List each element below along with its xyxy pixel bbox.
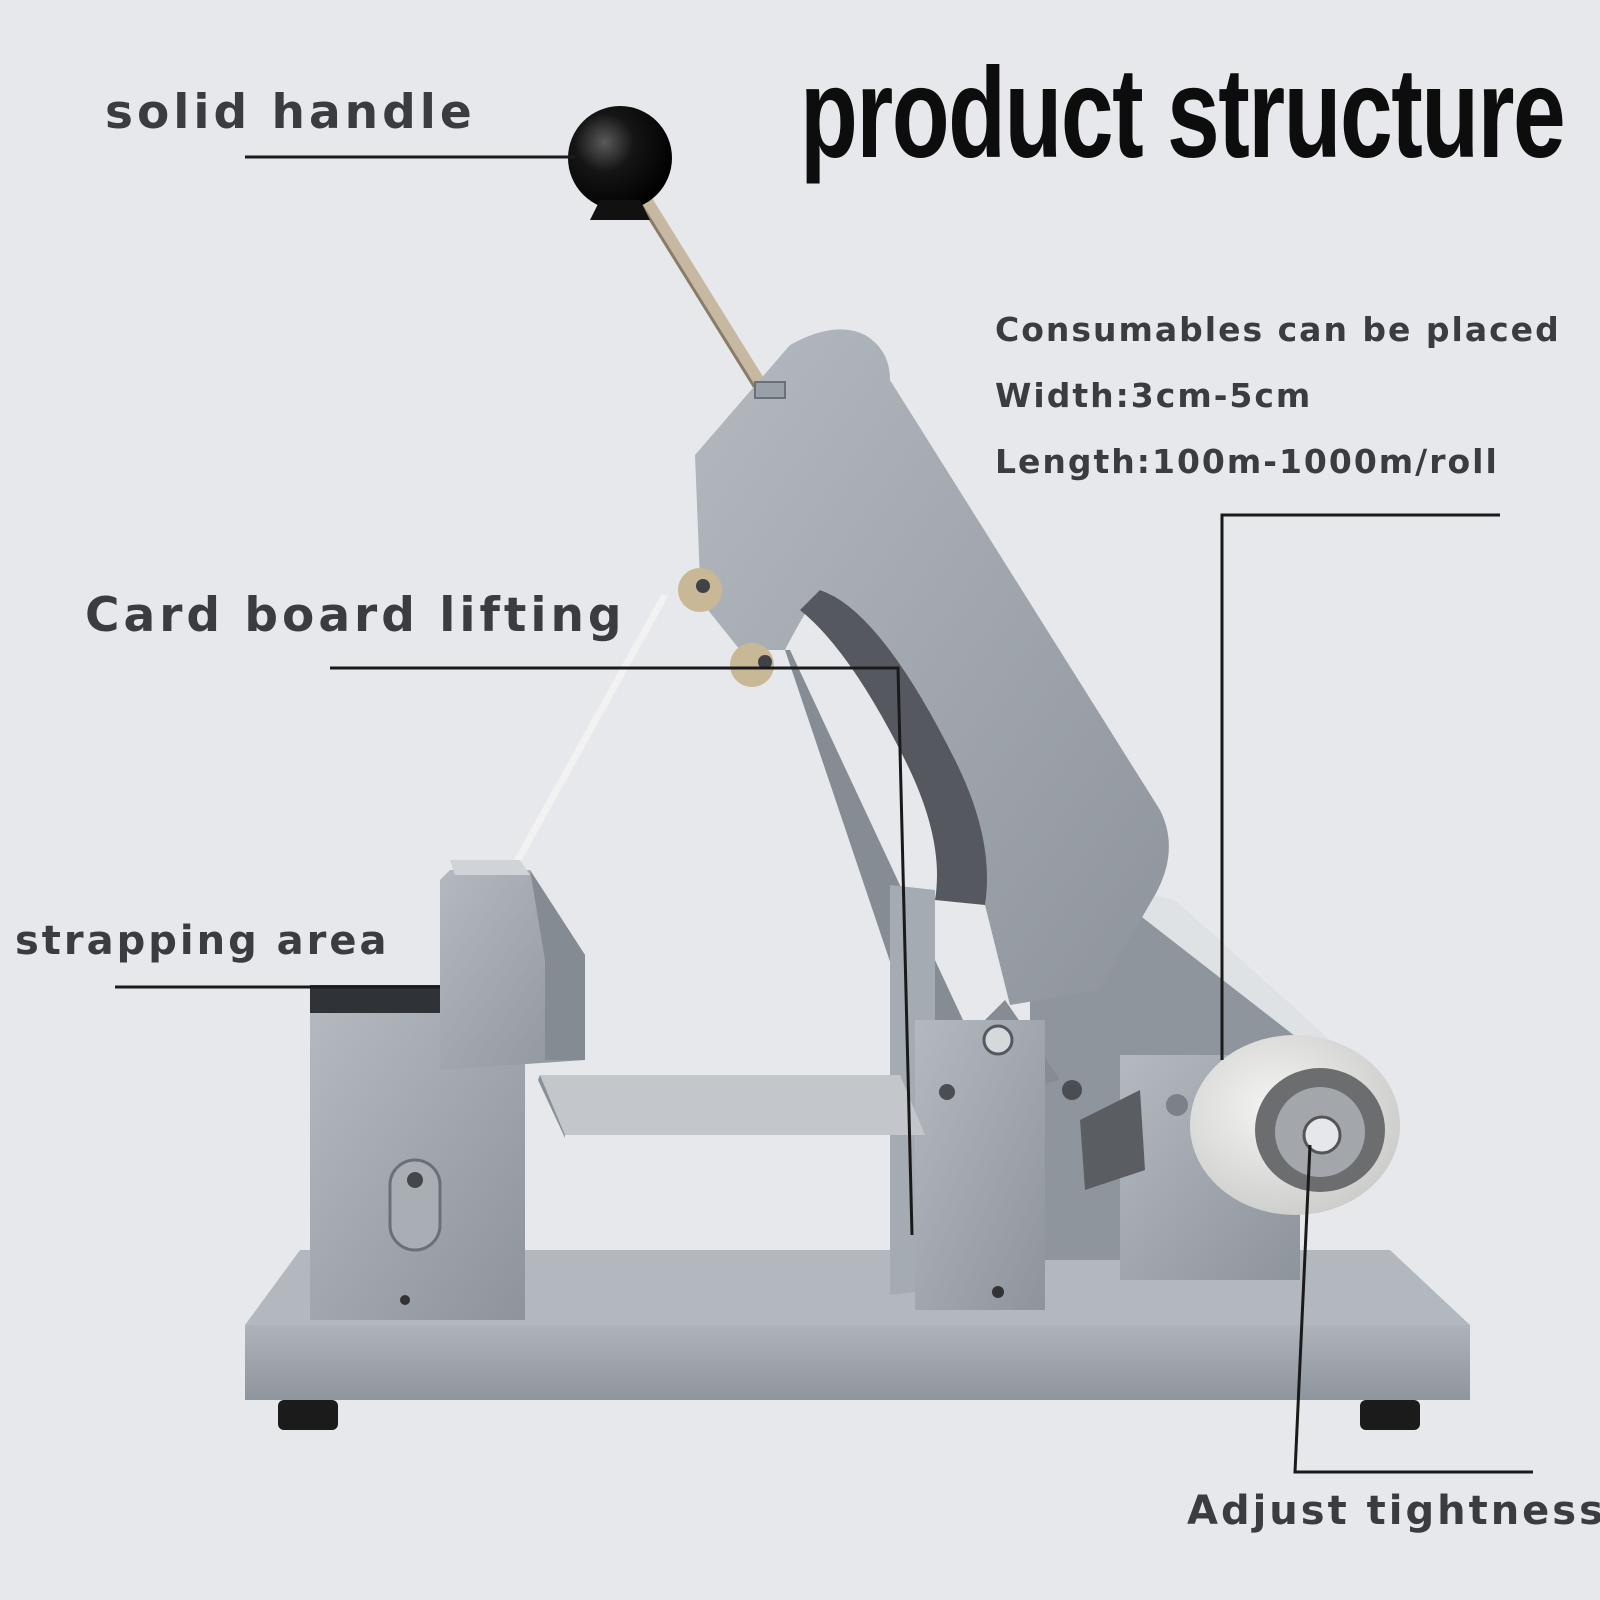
consumables-spec-list: Consumables can be placed Width:3cm-5cm … — [995, 308, 1561, 506]
callout-adjust-tightness: Adjust tightness — [1187, 1488, 1600, 1534]
gear-teeth — [1080, 1090, 1145, 1190]
leader-line-consumables — [1220, 513, 1500, 1060]
tape-roll — [1190, 1035, 1400, 1215]
strapping-box — [310, 860, 585, 1320]
pivot-bolt — [982, 1024, 1014, 1056]
spec-line-length: Length:100m-1000m/roll — [995, 442, 1499, 481]
handle — [568, 106, 767, 392]
leader-line-lifting — [330, 666, 914, 1236]
page-title: product structure — [800, 42, 1566, 185]
spec-line-consumables: Consumables can be placed — [995, 310, 1561, 349]
tape-strip — [511, 593, 669, 867]
center-column — [890, 885, 1082, 1310]
adjustment-slot — [388, 1158, 442, 1252]
callout-card-board-lifting: Card board lifting — [85, 588, 626, 643]
rubber-foot — [1360, 1400, 1420, 1430]
callout-solid-handle: solid handle — [105, 85, 476, 140]
guide-roller — [730, 643, 774, 687]
tightness-knob — [1302, 1115, 1342, 1155]
rubber-foot — [278, 1400, 338, 1430]
leader-line-tightness — [1293, 1144, 1533, 1474]
handle-knob — [568, 106, 672, 210]
spec-line-width: Width:3cm-5cm — [995, 376, 1313, 415]
card-board-tray — [538, 1075, 925, 1138]
callout-strapping-area: strapping area — [15, 918, 390, 964]
